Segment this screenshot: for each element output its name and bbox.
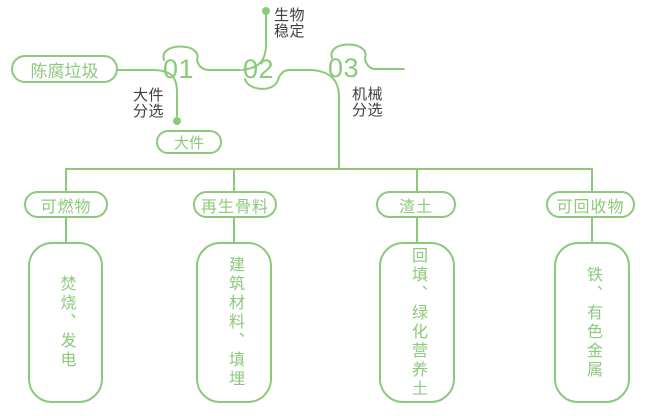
bio-connector-dot (262, 7, 270, 15)
step-01-label: 大件 分选 (133, 87, 165, 120)
outcome-box-metals: 铁、有色金属 (554, 242, 630, 403)
line-step01-to-step02 (162, 45, 241, 71)
outcome-text: 焚烧、发电 (57, 275, 75, 370)
outcome-box-building-material: 建筑材料、填埋 (196, 242, 272, 403)
category-label: 可回收物 (556, 198, 625, 216)
line-step02-riser (241, 14, 267, 71)
step-03-number: 03 (328, 53, 360, 83)
step-02-label: 生物 稳定 (274, 7, 306, 40)
step-02-number: 02 (243, 54, 275, 84)
distribution-bar (65, 168, 593, 192)
category-label: 可燃物 (40, 198, 92, 216)
outcome-text: 铁、有色金属 (584, 265, 601, 380)
category-to-outcome-stubs (65, 217, 593, 243)
category-pill-recycled-aggregate: 再生骨料 (193, 191, 277, 218)
step-01-number: 01 (163, 54, 195, 84)
outcome-box-incineration: 焚烧、发电 (28, 242, 103, 403)
category-pill-slag-soil: 渣土 (376, 191, 456, 218)
bulky-output-pill: 大件 (156, 130, 222, 154)
source-pill: 陈腐垃圾 (11, 55, 118, 83)
outcome-text: 回填、绿化营养土 (409, 246, 426, 399)
distribution-bar-drops (233, 168, 418, 192)
category-pill-combustibles: 可燃物 (24, 191, 108, 218)
category-label: 再生骨料 (200, 198, 269, 216)
line-step03-down (310, 69, 340, 170)
bulky-output-label: 大件 (173, 134, 204, 152)
outcome-box-backfill: 回填、绿化营养土 (379, 242, 455, 403)
step-03-label: 机械 分选 (352, 86, 384, 119)
category-pill-recyclables: 可回收物 (546, 191, 635, 218)
line-step02-to-step03 (244, 69, 312, 90)
category-label: 渣土 (398, 198, 433, 216)
line-step03-stub (330, 43, 405, 70)
source-label: 陈腐垃圾 (30, 61, 99, 81)
bulky-connector-dot (173, 117, 181, 125)
line-source-to-bulky (117, 69, 178, 117)
outcome-text: 建筑材料、填埋 (226, 256, 243, 389)
